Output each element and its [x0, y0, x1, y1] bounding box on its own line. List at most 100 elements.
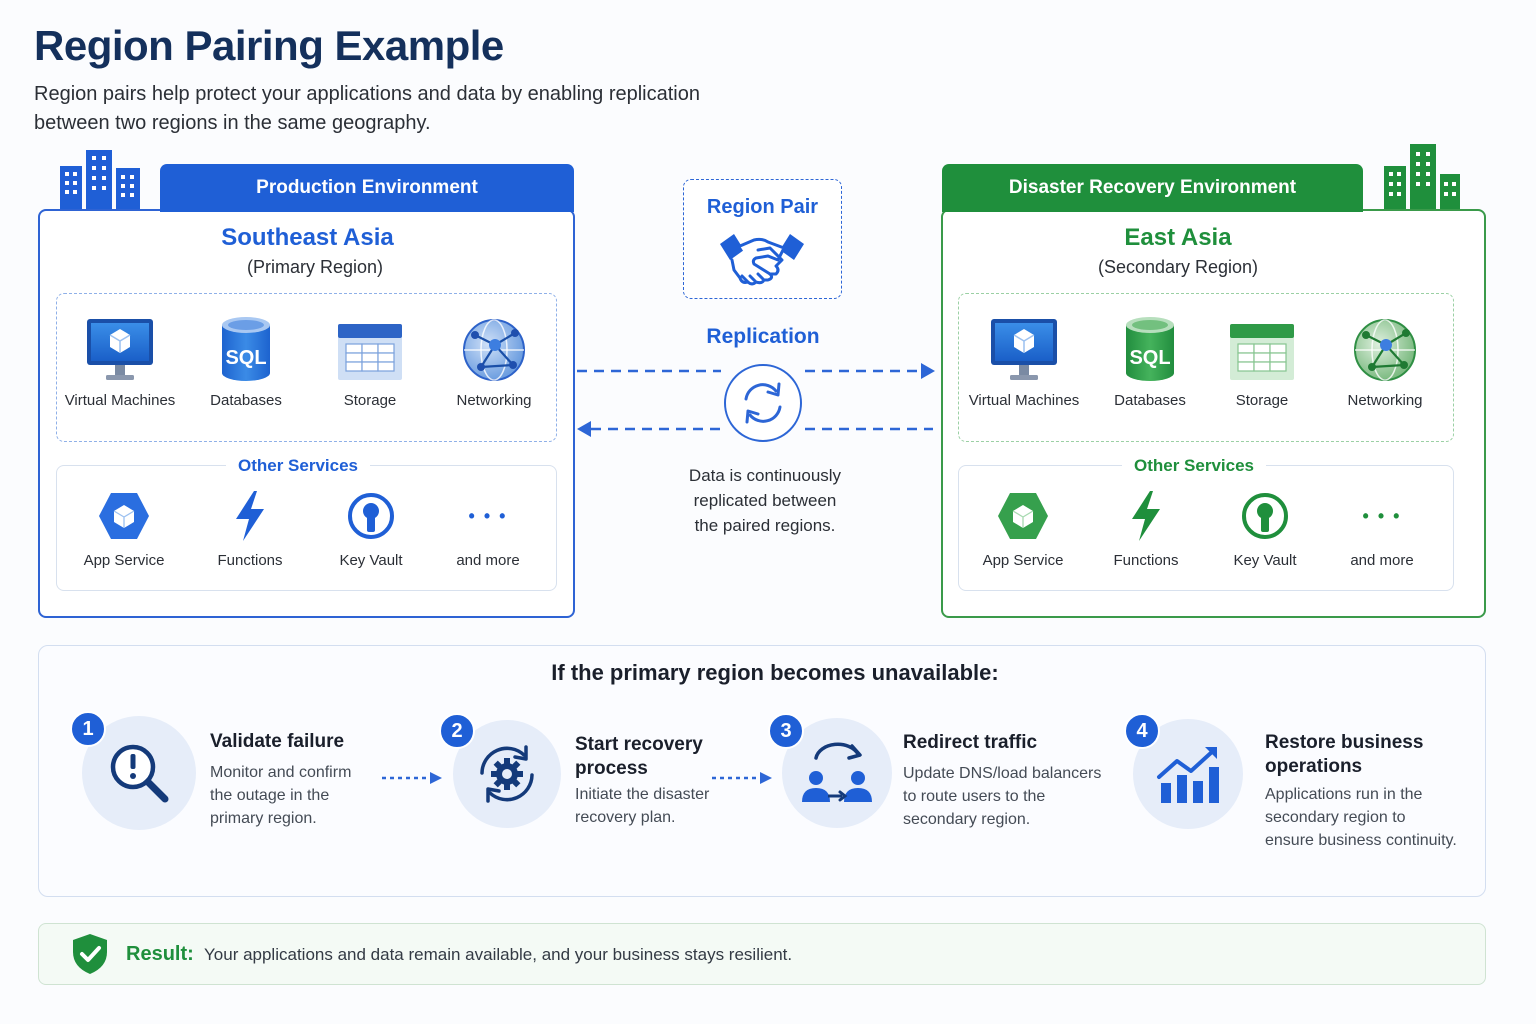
- replication-desc-line: Data is continuously: [688, 466, 842, 485]
- service-label: Functions: [1113, 552, 1179, 569]
- service-label: Storage: [1235, 392, 1289, 409]
- app-service-hexagon-icon: [94, 486, 154, 546]
- page-subtitle: Region pairs help protect your applicati…: [34, 80, 734, 138]
- storage-table-icon: [334, 314, 406, 386]
- app-service-hexagon-icon: [993, 486, 1053, 546]
- storage-table-icon: [1226, 314, 1298, 386]
- step-title: Restore business: [1265, 732, 1424, 753]
- step-title: operations: [1265, 756, 1363, 777]
- step-number-badge: 3: [768, 713, 804, 749]
- service-virtual-machines: Virtual Machines: [959, 314, 1089, 409]
- service-label: Virtual Machines: [64, 392, 176, 409]
- key-vault-icon: [1235, 486, 1295, 546]
- lightning-bolt-icon: [1116, 486, 1176, 546]
- service-label: and more: [456, 552, 520, 569]
- step-desc-line: primary region.: [210, 810, 317, 827]
- network-globe-icon: [458, 314, 530, 386]
- step-desc-line: the outage in the: [210, 787, 330, 804]
- arrow-right-icon: [382, 772, 442, 784]
- step-title: Start recovery: [575, 734, 703, 755]
- arrow-left-icon: [577, 421, 591, 437]
- sql-database-icon: SQL: [210, 314, 282, 386]
- service-app-service: App Service: [59, 486, 189, 569]
- step-number-badge: 1: [70, 711, 106, 747]
- subtitle-line: Region pairs help protect your applicati…: [34, 83, 700, 105]
- service-storage: Storage: [305, 314, 435, 409]
- ellipsis-icon: • • •: [468, 505, 508, 526]
- service-label: Functions: [217, 552, 283, 569]
- result-label: Result:: [126, 943, 194, 965]
- step-title: process: [575, 758, 648, 779]
- subtitle-line: between two regions in the same geograph…: [34, 112, 431, 134]
- replication-arrows: [577, 363, 935, 442]
- arrow-right-icon: [712, 772, 772, 784]
- svg-text:SQL: SQL: [225, 347, 266, 369]
- step-desc-line: to route users to the: [903, 788, 1046, 805]
- network-globe-icon: [1349, 314, 1421, 386]
- service-functions: Functions: [185, 486, 315, 569]
- service-label: Networking: [456, 392, 532, 409]
- step-desc-line: Initiate the disaster: [575, 786, 710, 803]
- arrow-right-icon: [921, 363, 935, 379]
- primary-core-services: [56, 293, 557, 442]
- service-virtual-machines: Virtual Machines: [55, 314, 185, 409]
- ellipsis-icon: • • •: [1362, 505, 1402, 526]
- service-networking: Networking: [1320, 314, 1450, 409]
- step-desc-line: Update DNS/load balancers: [903, 765, 1102, 782]
- service-networking: Networking: [429, 314, 559, 409]
- sql-database-icon: SQL: [1114, 314, 1186, 386]
- step-desc-line: Monitor and confirm: [210, 764, 352, 781]
- other-services-label: Other Services: [1121, 456, 1267, 476]
- step-desc-line: secondary region.: [903, 811, 1031, 828]
- other-services-label: Other Services: [225, 456, 371, 476]
- step-desc-line: Applications run in the: [1265, 786, 1423, 803]
- failover-section: [38, 645, 1486, 897]
- service-label: Databases: [1114, 392, 1186, 409]
- lightning-bolt-icon: [220, 486, 280, 546]
- service-label: Databases: [210, 392, 282, 409]
- step-title: Redirect traffic: [903, 732, 1038, 753]
- secondary-region-role: (Secondary Region): [1097, 257, 1259, 277]
- region-pair-title: Region Pair: [706, 196, 819, 218]
- virtual-machine-icon: [988, 314, 1060, 386]
- service-functions: Functions: [1081, 486, 1211, 569]
- buildings-icon: [1384, 144, 1460, 210]
- shield-check-icon: [73, 934, 107, 974]
- sync-arrows-icon: [724, 364, 802, 442]
- svg-text:SQL: SQL: [1129, 347, 1170, 369]
- service-and-more: • • • and more: [1317, 486, 1447, 570]
- handshake-icon: [720, 234, 804, 286]
- service-storage: Storage: [1197, 314, 1327, 409]
- service-app-service: App Service: [958, 486, 1088, 569]
- step-desc-line: ensure business continuity.: [1265, 832, 1457, 849]
- replication-desc-line: replicated between: [693, 491, 837, 510]
- page-title: Region Pairing Example: [34, 22, 504, 69]
- production-tab: Production Environment: [160, 164, 574, 212]
- service-label: Key Vault: [339, 552, 403, 569]
- chart-growth-icon: [1157, 747, 1219, 803]
- service-label: Storage: [343, 392, 397, 409]
- service-label: Key Vault: [1233, 552, 1297, 569]
- service-key-vault: Key Vault: [306, 486, 436, 569]
- replication-label: Replication: [706, 325, 820, 348]
- service-label: App Service: [982, 552, 1064, 569]
- primary-region-role: (Primary Region): [246, 257, 384, 277]
- service-databases: SQL Databases: [181, 314, 311, 409]
- step-desc-line: recovery plan.: [575, 809, 676, 826]
- service-label: App Service: [83, 552, 165, 569]
- primary-region-name: Southeast Asia: [221, 224, 394, 251]
- step-number-badge: 2: [439, 713, 475, 749]
- gear-refresh-icon: [480, 745, 534, 803]
- result-bar: [38, 923, 1486, 985]
- step-1-text: Validate failure Monitor and confirm the…: [210, 730, 380, 830]
- step-4-text: Restore business operations Applications…: [1265, 731, 1480, 852]
- service-label: and more: [1350, 552, 1414, 569]
- step-title: Validate failure: [210, 731, 345, 752]
- step-2-text: Start recovery process Initiate the disa…: [575, 733, 725, 829]
- step-desc-line: secondary region to: [1265, 809, 1406, 826]
- step-number-badge: 4: [1124, 713, 1160, 749]
- secondary-core-services: [958, 293, 1454, 442]
- service-label: Networking: [1347, 392, 1423, 409]
- service-databases: SQL Databases: [1085, 314, 1215, 409]
- step-3-text: Redirect traffic Update DNS/load balance…: [903, 731, 1118, 831]
